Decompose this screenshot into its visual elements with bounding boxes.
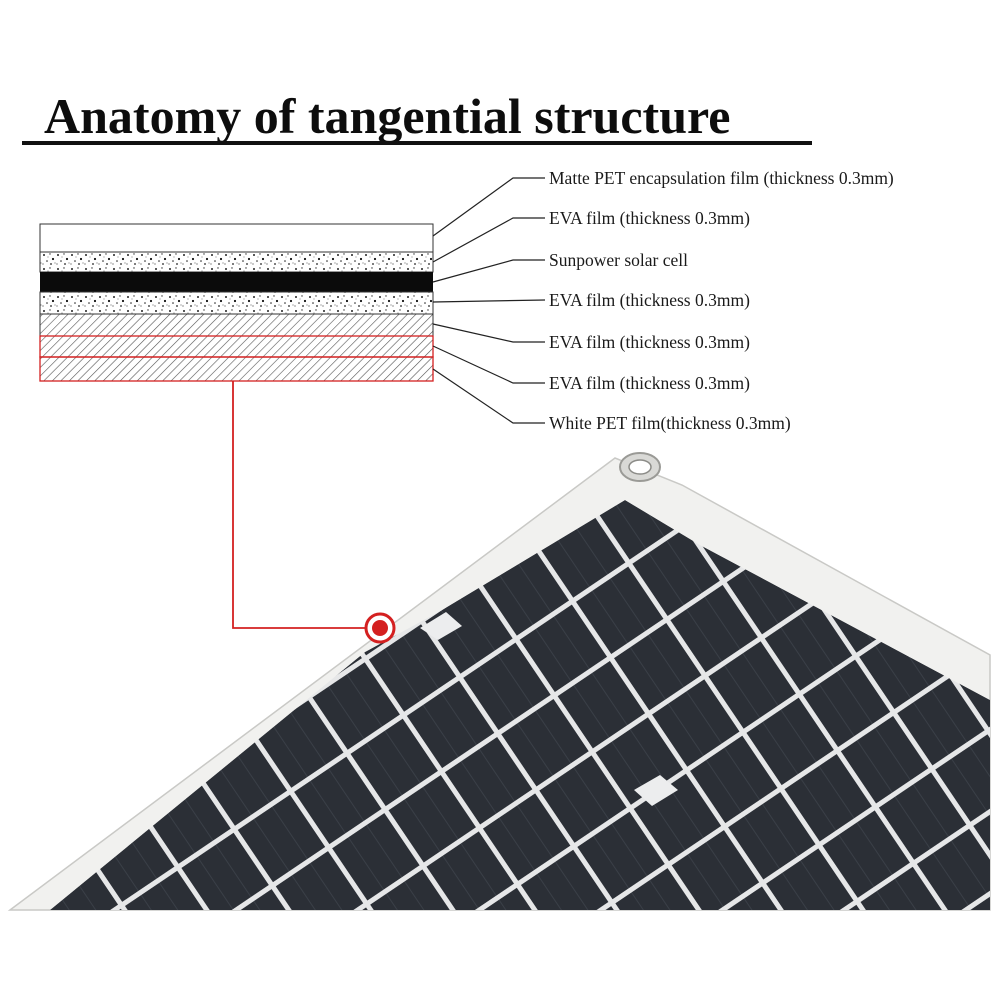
layer-eva-top (39, 251, 434, 273)
layer-matte-pet (39, 223, 434, 253)
layer-label-6: EVA film (thickness 0.3mm) (549, 373, 750, 393)
leader-line (432, 368, 545, 424)
leader-line (432, 217, 545, 263)
cell-gap (634, 775, 678, 806)
layer-label-4: EVA film (thickness 0.3mm) (549, 290, 750, 310)
layer-solar-cell (40, 272, 433, 292)
layer-white-pet (39, 356, 434, 382)
solar-panel-image (0, 452, 1000, 1000)
title-underline (22, 141, 812, 145)
page-title: Anatomy of tangential structure (44, 88, 731, 144)
layer-label-7: White PET film(thickness 0.3mm) (549, 413, 791, 433)
layer-eva-hatch-1 (39, 313, 434, 337)
layer-label-2: EVA film (thickness 0.3mm) (549, 208, 750, 228)
panel-cells (50, 500, 990, 910)
grommet-icon (619, 452, 661, 482)
layer-eva-mid (39, 291, 434, 315)
layer-eva-hatch-2 (39, 335, 434, 358)
leader-line (432, 299, 546, 303)
leader-line (432, 259, 545, 283)
cell-gap (420, 612, 462, 640)
callout-line (232, 381, 368, 629)
callout-marker-icon (364, 612, 396, 644)
callout (232, 381, 396, 644)
leader-line (432, 177, 545, 237)
layer-label-5: EVA film (thickness 0.3mm) (549, 332, 750, 352)
leader-line (432, 345, 545, 384)
leader-line (432, 323, 545, 343)
leader-lines (432, 177, 546, 424)
layer-label-1: Matte PET encapsulation film (thickness … (549, 168, 894, 188)
layer-stack (39, 223, 434, 382)
layer-label-3: Sunpower solar cell (549, 250, 688, 270)
layer-labels: Matte PET encapsulation film (thickness … (549, 168, 894, 433)
